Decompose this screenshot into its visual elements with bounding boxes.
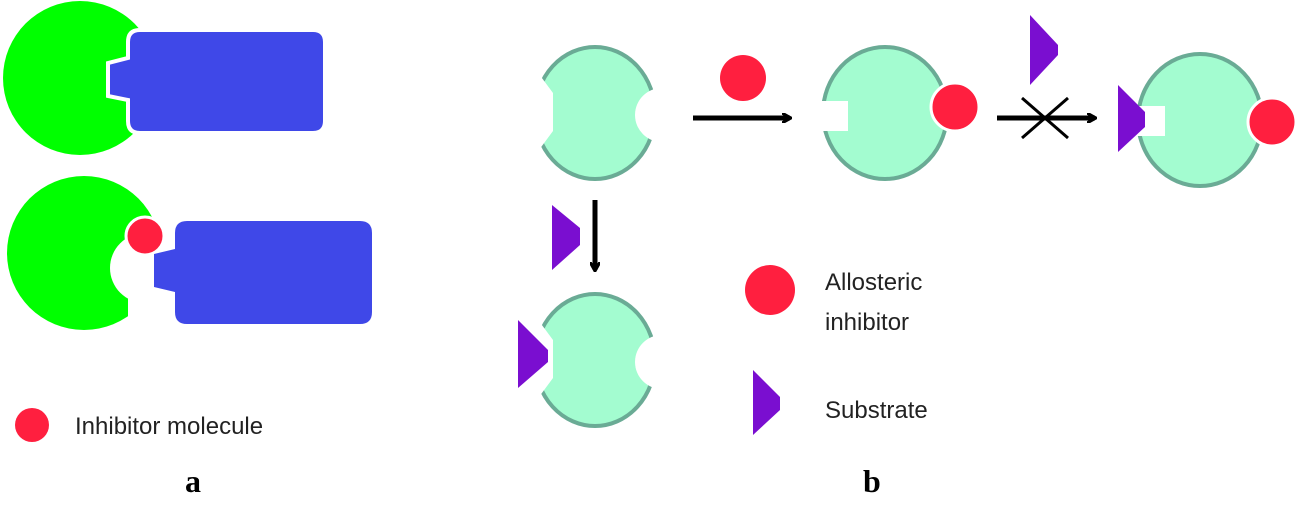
legend-a: Inhibitor molecule bbox=[15, 408, 263, 442]
substrate-protein-blue bbox=[106, 28, 327, 135]
substrate bbox=[1030, 15, 1058, 85]
enzyme-green bbox=[3, 1, 157, 155]
allosteric-inhibitor bbox=[929, 81, 981, 133]
inhibitor-molecule bbox=[124, 215, 166, 257]
panel-a-active-complex bbox=[3, 1, 327, 155]
enzyme-inhibitor-bound bbox=[818, 45, 981, 181]
enzyme-substrate-bound bbox=[518, 292, 689, 428]
enzyme-free bbox=[530, 45, 689, 181]
substrate bbox=[518, 320, 548, 388]
substrate-protein-blue bbox=[154, 221, 372, 324]
inhibitor-legend-icon bbox=[15, 408, 49, 442]
substrate-legend-label: Substrate bbox=[825, 397, 928, 424]
allosteric-inhibitor-legend-icon bbox=[745, 265, 795, 315]
substrate bbox=[1118, 85, 1145, 152]
allosteric-legend-label-line2: inhibitor bbox=[825, 309, 909, 336]
cross-mark bbox=[1021, 96, 1069, 140]
legend-b: Allosteric inhibitor Substrate bbox=[745, 265, 928, 435]
panel-label-b: b bbox=[863, 463, 881, 499]
enzyme-inhibited-substrate-not-fitting bbox=[1118, 52, 1298, 188]
allosteric-legend-label-line1: Allosteric bbox=[825, 269, 922, 296]
substrate bbox=[552, 205, 580, 270]
inhibitor-legend-label: Inhibitor molecule bbox=[75, 413, 263, 440]
substrate-legend-icon bbox=[753, 370, 780, 435]
allosteric-inhibitor bbox=[1246, 96, 1298, 148]
allosteric-inhibitor bbox=[720, 55, 766, 101]
panel-label-a: a bbox=[185, 463, 201, 499]
panel-a-inhibited-complex bbox=[7, 176, 372, 335]
